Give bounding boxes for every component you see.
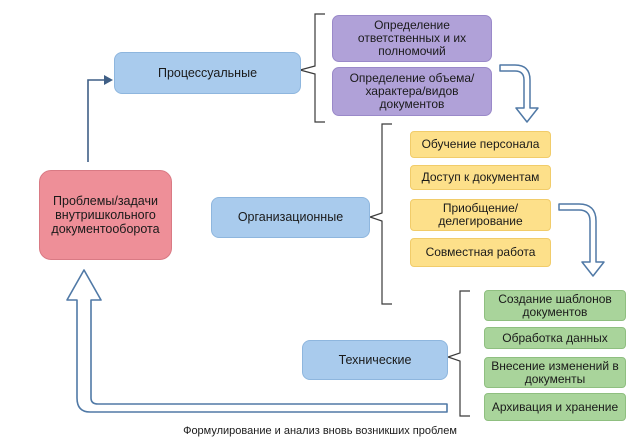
- technical-item: Создание шаблонов документов: [484, 290, 626, 321]
- main-problems-node: Проблемы/задачи внутришкольного документ…: [39, 170, 172, 260]
- technical-item: Архивация и хранение: [484, 393, 626, 421]
- feedback-arrow: [66, 269, 448, 413]
- category-technical: Технические: [302, 340, 448, 380]
- organizational-item: Обучение персонала: [410, 131, 551, 158]
- arrow-main-to-procedural: [87, 79, 104, 162]
- organizational-item: Доступ к документам: [410, 165, 551, 190]
- bracket-technical: [446, 290, 470, 417]
- category-procedural: Процессуальные: [114, 52, 301, 94]
- arrow-organizational-to-technical: [558, 203, 605, 277]
- organizational-item: Совместная работа: [410, 238, 551, 267]
- organizational-item: Приобщение/ делегирование: [410, 199, 551, 231]
- arrow-procedural-to-organizational: [499, 64, 539, 123]
- feedback-caption: Формулирование и анализ вновь возникших …: [183, 425, 457, 437]
- technical-item: Обработка данных: [484, 327, 626, 349]
- bracket-organizational: [368, 123, 392, 305]
- category-organizational: Организационные: [211, 197, 370, 238]
- arrow-head-procedural: [104, 75, 113, 85]
- technical-item: Внесение изменений в документы: [484, 357, 626, 388]
- bracket-procedural: [297, 13, 325, 123]
- procedural-item: Определение объема/характера/видов докум…: [332, 67, 492, 116]
- procedural-item: Определение ответственных и их полномочи…: [332, 15, 492, 62]
